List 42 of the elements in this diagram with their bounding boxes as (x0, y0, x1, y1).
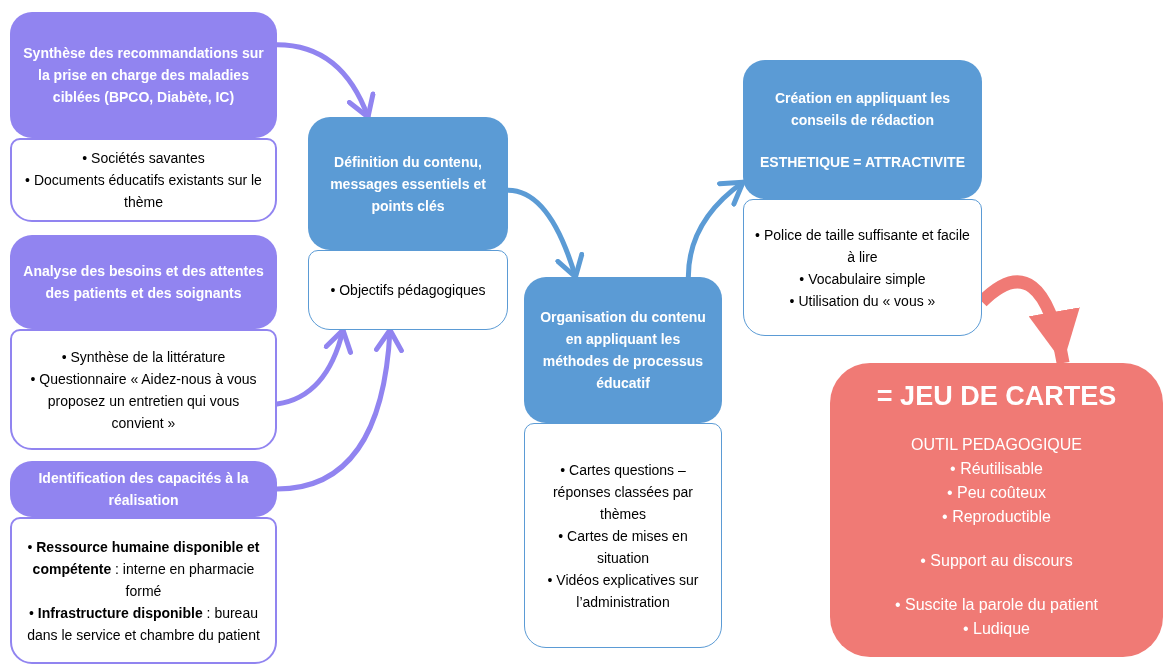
bullet-text: • Cartes de mises en situation (557, 526, 689, 568)
step-title: Création en appliquant les conseils de rédaction (774, 88, 951, 130)
step-title: ESTHETIQUE = ATTRACTIVITE (760, 152, 965, 172)
step-title: Synthèse des recommandations sur la prise en charge des maladies ciblées (BPCO, Diabète, IC) (22, 44, 265, 107)
step-title: Définition du contenu, messages essentiels et points clés (329, 152, 487, 216)
curved-arrow (685, 179, 746, 280)
result-box (830, 363, 1163, 657)
step-details-box (10, 329, 277, 450)
bullet-text: • Documents éducatifs existants sur le thème (24, 171, 263, 212)
bullet-text: • Vidéos explicatives sur l’administration (546, 570, 700, 612)
step-title: Identification des capacités à la réalisation (37, 469, 250, 510)
step-details-box (308, 250, 508, 330)
step-header-box (524, 277, 722, 423)
result-text: OUTIL PEDAGOGIQUE (911, 435, 1082, 455)
step-header-box (10, 12, 277, 138)
result-text: • Suscite la parole du patient (894, 595, 1099, 615)
step-header-box (10, 461, 277, 517)
step-header-box (308, 117, 508, 250)
bullet-text: • Utilisation du « vous » (789, 291, 936, 311)
bullet-text: • Objectifs pédagogiques (330, 281, 486, 300)
bullet-text: • Questionnaire « Aidez-nous à vous proposez un entretien qui vous convient » (29, 369, 258, 433)
step-title: Analyse des besoins et des attentes des patients et des soignants (22, 262, 265, 303)
result-title: = JEU DE CARTES (876, 380, 1117, 413)
bullet-text: • Police de taille suffisante et facile à lire (754, 225, 971, 267)
step-details-box (743, 199, 982, 336)
result-text: • Support au discours (920, 551, 1073, 571)
bullet-text: • Ressource humaine disponible et compétente : interne en pharmacie formé (26, 537, 261, 601)
result-text: • Peu coûteux (947, 483, 1046, 503)
result-text: • Reproductible (942, 507, 1051, 527)
bullet-text: • Synthèse de la littérature (61, 347, 226, 367)
step-header-box (743, 60, 982, 199)
step-details-box (10, 138, 277, 222)
step-title: Organisation du contenu en appliquant les méthodes de processus éducatif (539, 308, 707, 393)
bullet-text: • Infrastructure disponible : bureau dans le service et chambre du patient (26, 603, 261, 645)
bullet-text: • Vocabulaire simple (799, 269, 926, 289)
result-text: • Réutilisable (950, 459, 1043, 479)
bullet-text: • Sociétés savantes (82, 149, 205, 168)
step-details-box (10, 517, 277, 664)
step-details-box (524, 423, 722, 648)
result-text: • Ludique (963, 619, 1030, 639)
bullet-text: • Cartes questions – réponses classées par thèmes (551, 460, 695, 524)
step-header-box (10, 235, 277, 329)
